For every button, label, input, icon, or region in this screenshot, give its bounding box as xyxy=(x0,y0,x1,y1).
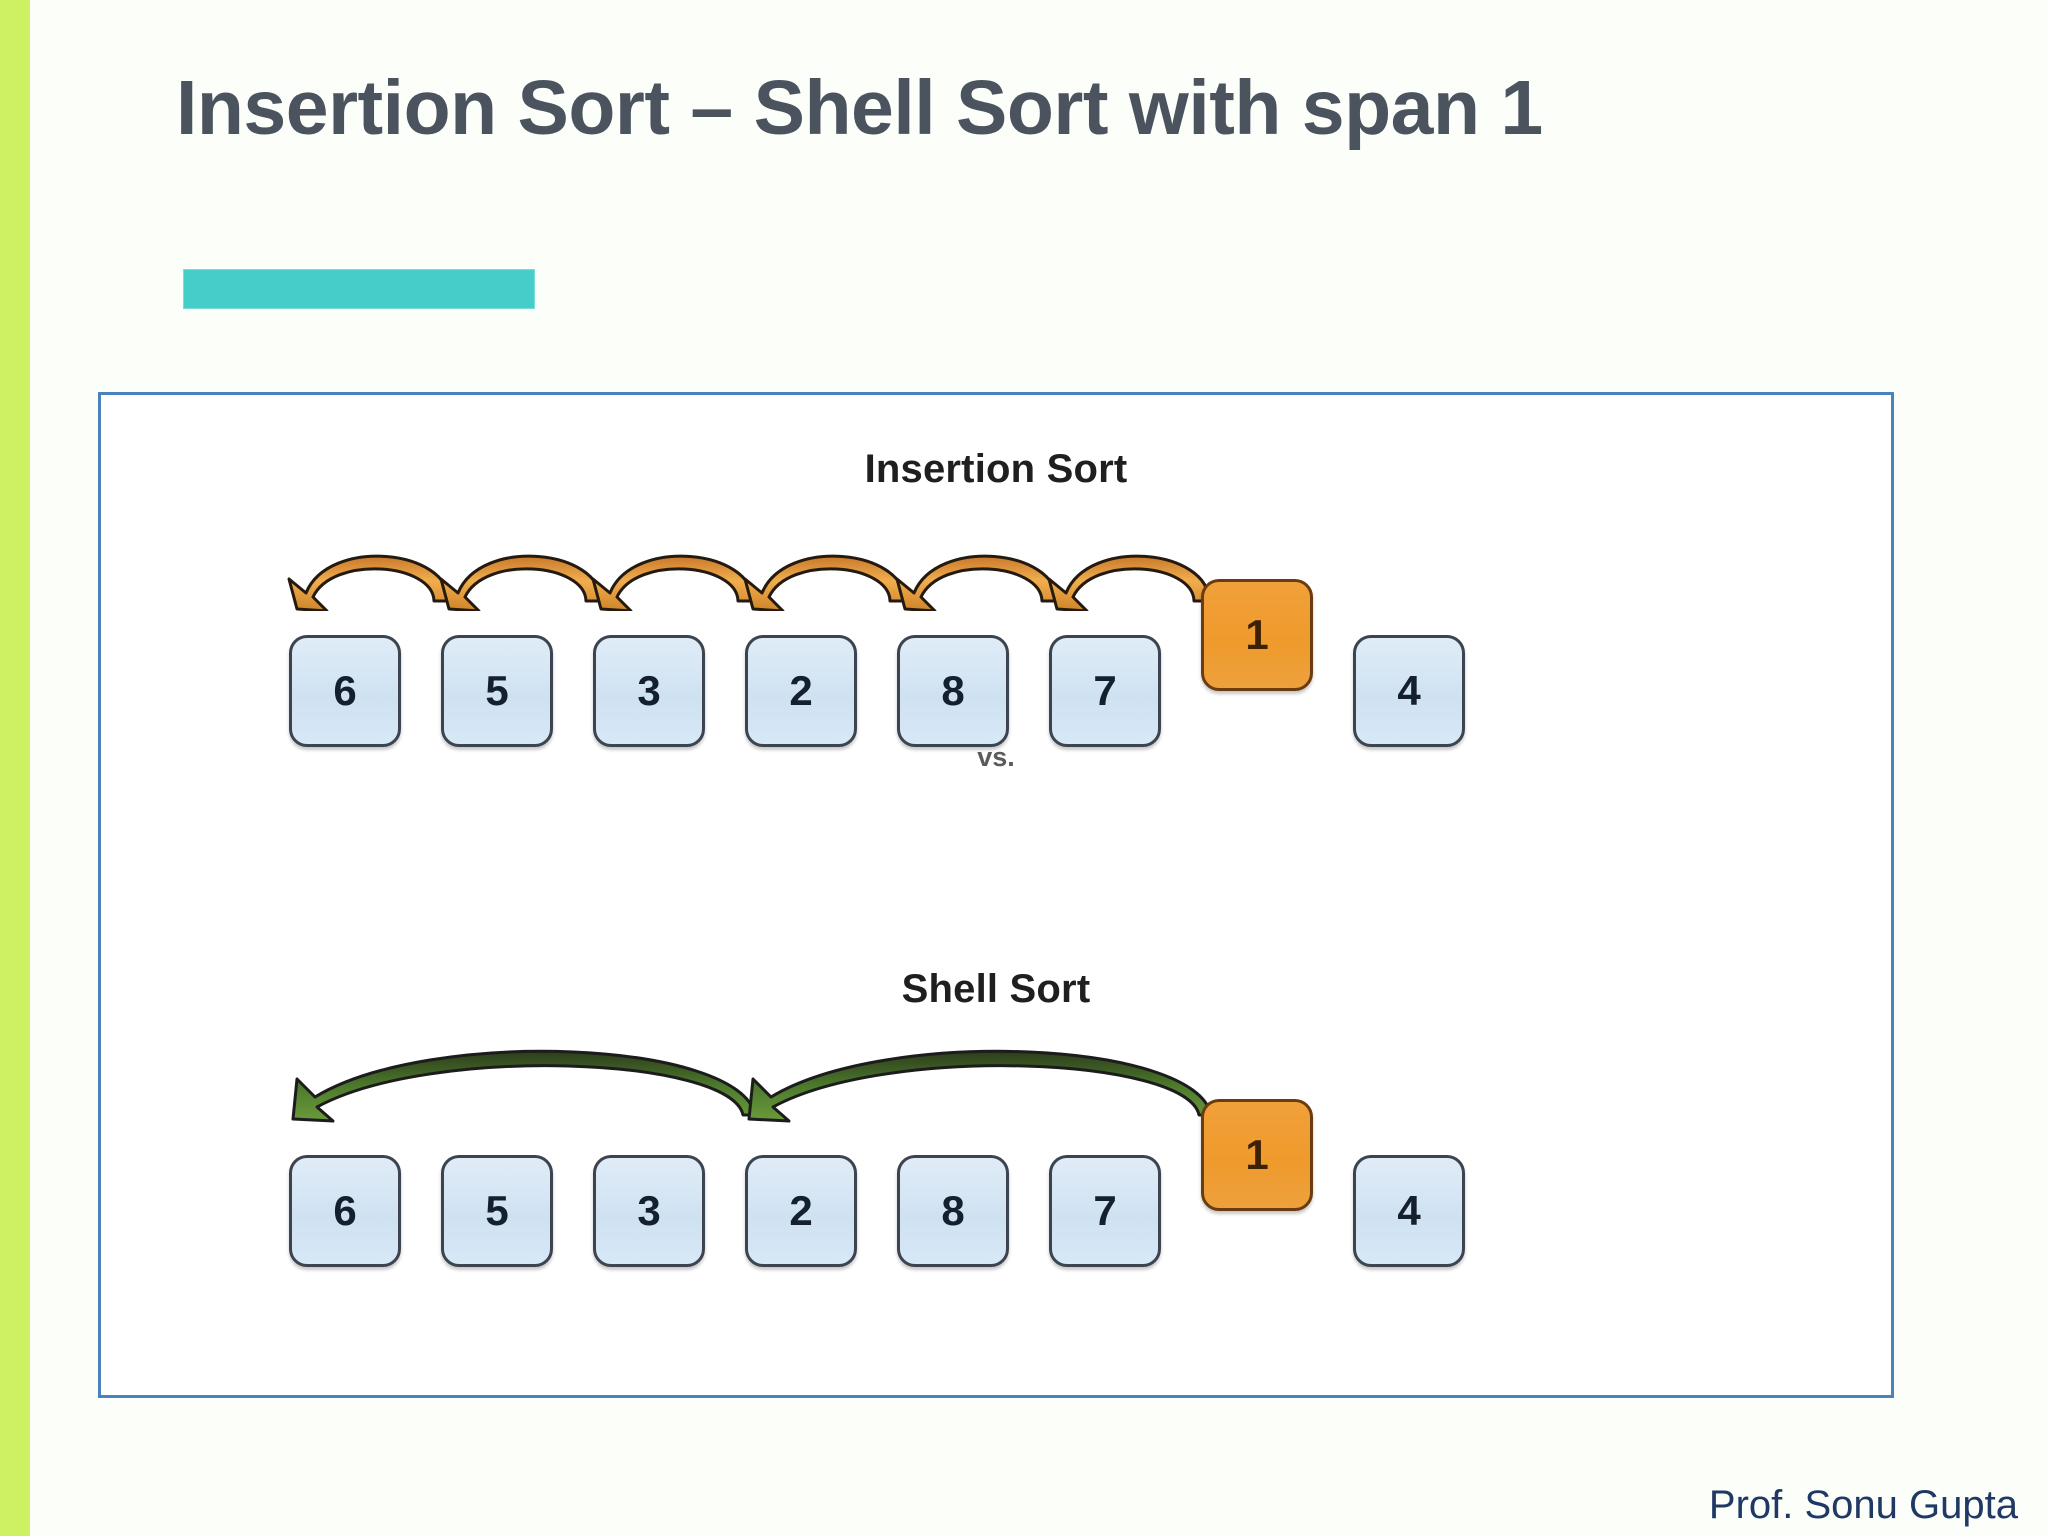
array-cell[interactable]: 7 xyxy=(1049,635,1161,747)
array-cell[interactable]: 3 xyxy=(593,1155,705,1267)
insertion-sort-heading: Insertion Sort xyxy=(864,447,1128,491)
shell-sort-array: 6 5 3 2 8 7 1 4 xyxy=(101,1099,1891,1281)
array-cell[interactable]: 8 xyxy=(897,635,1009,747)
content-frame: Insertion Sort xyxy=(98,392,1894,1398)
array-cell[interactable]: 6 xyxy=(289,1155,401,1267)
array-cell[interactable]: 2 xyxy=(745,635,857,747)
insertion-sort-array: 6 5 3 2 8 7 1 4 xyxy=(101,579,1891,761)
title-underline-accent xyxy=(184,270,534,308)
array-cell-highlighted[interactable]: 1 xyxy=(1201,1099,1313,1211)
array-cell[interactable]: 3 xyxy=(593,635,705,747)
array-cell[interactable]: 4 xyxy=(1353,1155,1465,1267)
array-cell[interactable]: 5 xyxy=(441,1155,553,1267)
author-signature: Prof. Sonu Gupta xyxy=(1708,1483,2018,1527)
page-title: Insertion Sort – Shell Sort with span 1 xyxy=(176,65,1543,151)
shell-sort-heading: Shell Sort xyxy=(901,967,1091,1011)
array-cell[interactable]: 7 xyxy=(1049,1155,1161,1267)
array-cell-highlighted[interactable]: 1 xyxy=(1201,579,1313,691)
shell-arrows-svg xyxy=(291,1049,1213,1123)
shell-sort-arrows xyxy=(101,1023,1891,1123)
left-accent-bar xyxy=(0,0,30,1536)
array-cell[interactable]: 5 xyxy=(441,635,553,747)
vs-label: vs. xyxy=(977,742,1015,772)
array-cell[interactable]: 4 xyxy=(1353,635,1465,747)
array-cell[interactable]: 2 xyxy=(745,1155,857,1267)
comparison-separator: vs. xyxy=(101,742,1891,773)
array-cell[interactable]: 8 xyxy=(897,1155,1009,1267)
array-cell[interactable]: 6 xyxy=(289,635,401,747)
sorting-comparison-diagram: Insertion Sort xyxy=(101,395,1891,1395)
